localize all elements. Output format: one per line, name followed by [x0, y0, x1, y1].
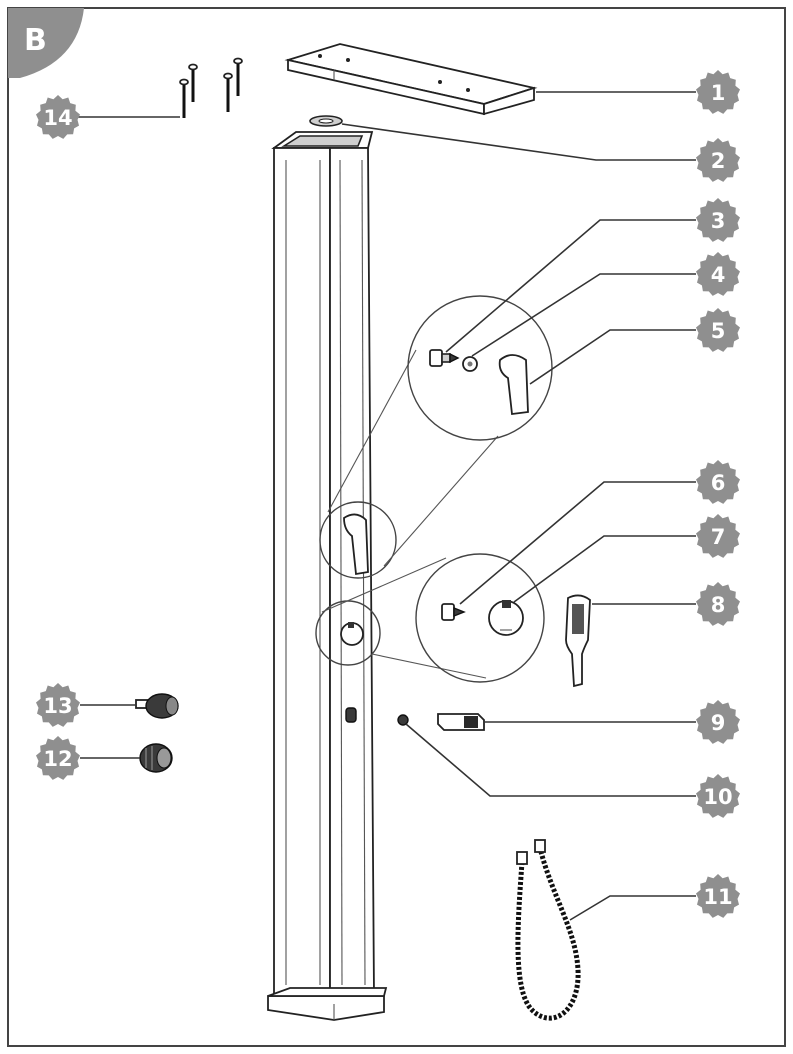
top-cap-part — [284, 43, 538, 116]
svg-text:9: 9 — [711, 711, 726, 735]
callout-badge-1: 1 — [696, 70, 740, 114]
hose-connector-part — [135, 693, 179, 719]
svg-text:6: 6 — [711, 471, 726, 495]
callout-badge-10: 10 — [696, 774, 740, 818]
svg-text:1: 1 — [711, 81, 726, 105]
svg-text:10: 10 — [703, 785, 732, 809]
hand-shower-part — [565, 594, 591, 688]
svg-text:11: 11 — [703, 885, 732, 909]
svg-text:2: 2 — [711, 149, 726, 173]
callout-badge-13: 13 — [36, 683, 80, 727]
figure-frame — [7, 7, 786, 1047]
screws-part — [179, 57, 243, 118]
leader-lines — [78, 91, 696, 921]
washer-part — [397, 714, 409, 726]
callout-badge-12: 12 — [36, 736, 80, 780]
callout-badge-3: 3 — [696, 198, 740, 242]
svg-text:13: 13 — [43, 694, 72, 718]
svg-text:12: 12 — [43, 747, 72, 771]
shower-hose-part — [515, 839, 581, 1021]
figure-label-tab: B — [8, 8, 84, 78]
callout-badge-8: 8 — [696, 582, 740, 626]
svg-text:3: 3 — [711, 209, 726, 233]
callout-badge-6: 6 — [696, 460, 740, 504]
callout-badge-2: 2 — [696, 138, 740, 182]
callout-badge-11: 11 — [696, 874, 740, 918]
shower-column — [267, 131, 388, 1021]
callout-badge-14: 14 — [36, 95, 80, 139]
svg-text:14: 14 — [43, 106, 72, 130]
callout-badge-7: 7 — [696, 514, 740, 558]
callout-badge-9: 9 — [696, 700, 740, 744]
svg-text:7: 7 — [711, 525, 726, 549]
lever-detail — [319, 295, 553, 579]
svg-text:5: 5 — [711, 319, 726, 343]
gasket-part — [309, 115, 343, 127]
hose-holder-part — [437, 713, 485, 731]
svg-text:8: 8 — [711, 593, 726, 617]
callout-badge-4: 4 — [696, 252, 740, 296]
figure-label: B — [24, 23, 47, 58]
svg-text:4: 4 — [711, 263, 726, 287]
callout-badge-5: 5 — [696, 308, 740, 352]
nut-part — [139, 743, 173, 773]
knob-detail — [315, 553, 545, 683]
